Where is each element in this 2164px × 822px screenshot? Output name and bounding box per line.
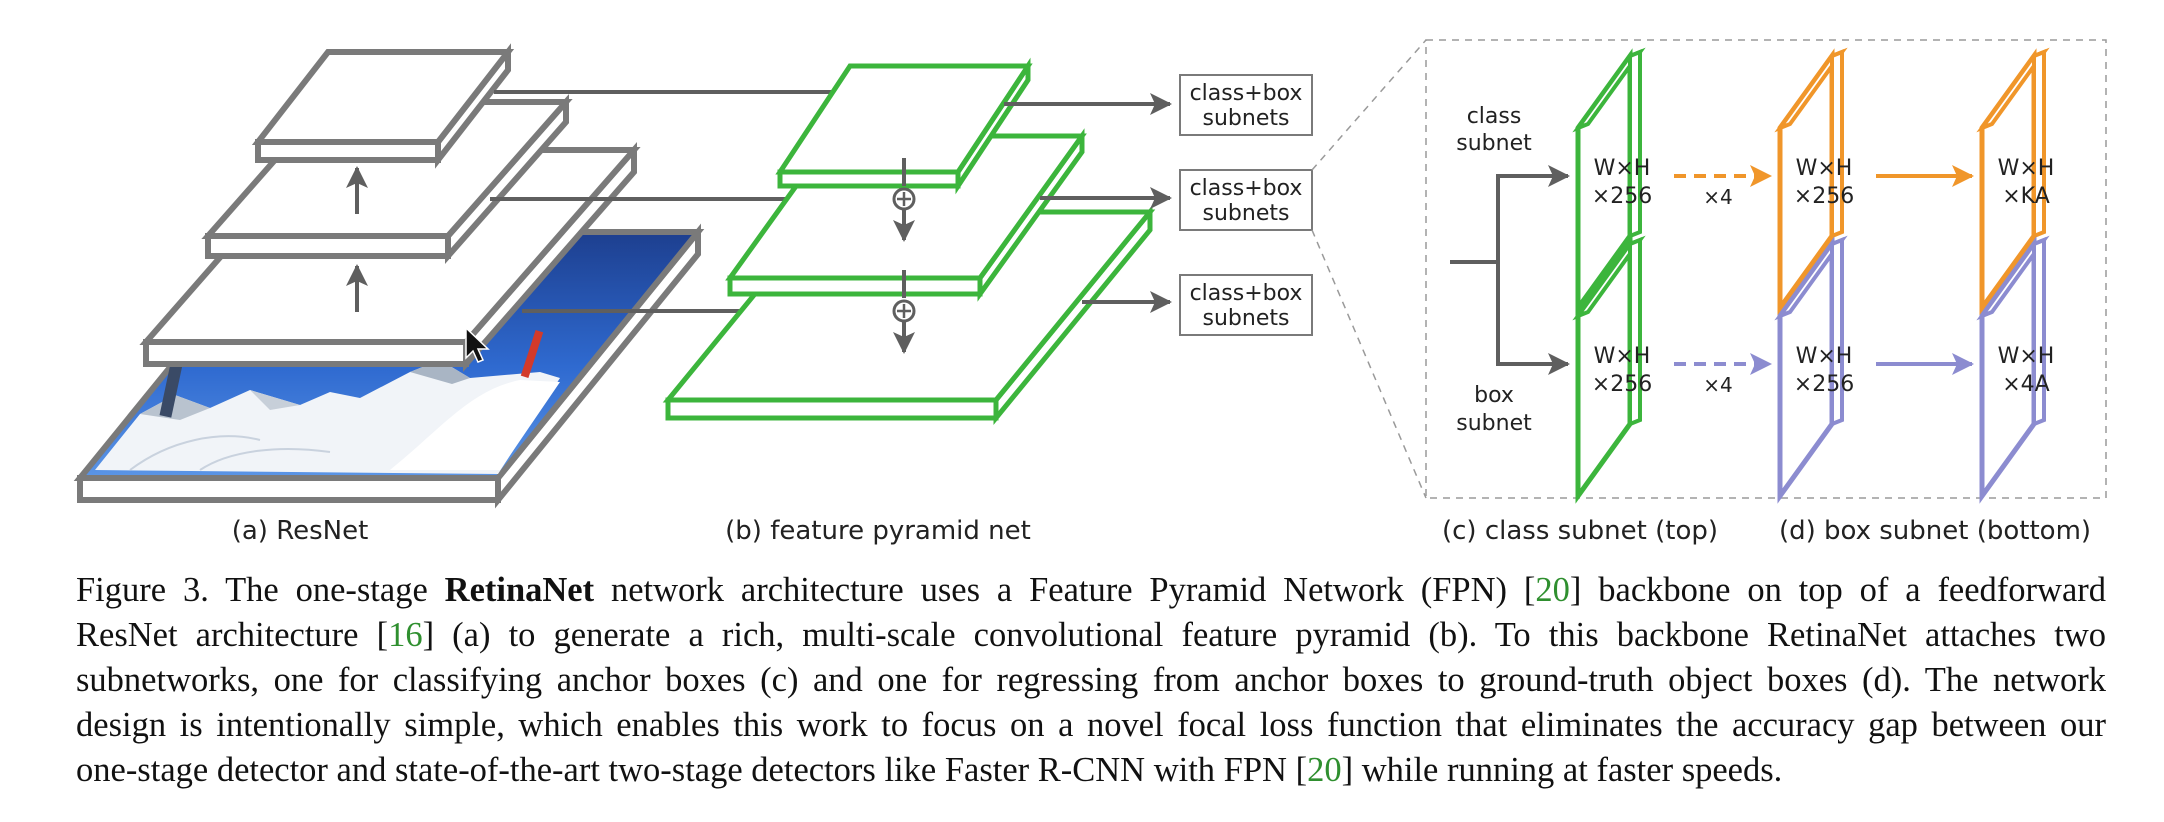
figure-caption: Figure 3. The one-stage RetinaNet networ…: [76, 568, 2106, 793]
caption-text: ] backbone on top of a feedforward: [1569, 571, 2106, 609]
svg-text:W×H: W×H: [1594, 344, 1651, 369]
sum-node-icon: [892, 187, 916, 211]
class-repeat-label: ×4: [1703, 185, 1732, 209]
svg-text:×KA: ×KA: [2002, 184, 2050, 209]
caption-emphasis: RetinaNet: [444, 571, 595, 609]
caption-text: one-stage detector and state-of-the-art …: [76, 751, 1308, 789]
subnet-box-label: class+box: [1190, 176, 1303, 201]
box-map-out: W×H ×4A: [1976, 235, 2055, 504]
citation-link[interactable]: 20: [1307, 751, 1342, 789]
resnet-layer-3: [251, 43, 515, 169]
class-subnet-label: class: [1467, 104, 1522, 129]
svg-text:×256: ×256: [1592, 372, 1652, 397]
svg-text:W×H: W×H: [1998, 156, 2055, 181]
resnet-label: (a) ResNet: [232, 516, 369, 546]
subnet-detail-frame: [1311, 39, 2107, 499]
citation-link[interactable]: 20: [1535, 571, 1570, 609]
resnet-stack: [73, 43, 705, 509]
svg-text:W×H: W×H: [1796, 344, 1853, 369]
box-repeat-label: ×4: [1703, 373, 1732, 397]
svg-text:×256: ×256: [1794, 372, 1854, 397]
box-subnet-label: box: [1474, 383, 1514, 408]
class-map-out: W×H ×KA: [1976, 47, 2055, 316]
subnet-box-label: subnets: [1203, 106, 1290, 131]
caption-line: design is intentionally simple, which en…: [76, 703, 2106, 748]
class-subnet-caption: (c) class subnet (top): [1442, 516, 1718, 546]
class-subnet-label: subnet: [1456, 131, 1532, 156]
svg-text:×256: ×256: [1794, 184, 1854, 209]
svg-text:W×H: W×H: [1796, 156, 1853, 181]
caption-text: network architecture uses a Feature Pyra…: [594, 571, 1536, 609]
subnet-box-3: class+box subnets: [1179, 274, 1313, 336]
citation-link[interactable]: 16: [388, 616, 423, 654]
caption-text: ResNet architecture [: [76, 616, 389, 654]
caption-text: ] while running at faster speeds.: [1341, 751, 1783, 789]
subnet-box-2: class+box subnets: [1179, 169, 1313, 231]
sum-node-icon: [892, 299, 916, 323]
subnet-branch-lines: [1450, 165, 1570, 375]
retinanet-architecture-diagram: class+box subnets class+box subnets clas…: [73, 39, 2107, 546]
fpn-level-top: [775, 57, 1033, 195]
svg-text:W×H: W×H: [1998, 344, 2055, 369]
fpn-label: (b) feature pyramid net: [725, 516, 1031, 546]
subnet-box-label: subnets: [1203, 201, 1290, 226]
subnet-box-1: class+box subnets: [1179, 74, 1313, 136]
subnet-box-label: class+box: [1190, 81, 1303, 106]
box-subnet-caption: (d) box subnet (bottom): [1779, 516, 2091, 546]
caption-line: subnetworks, one for classifying anchor …: [76, 658, 2106, 703]
svg-text:×4A: ×4A: [2002, 372, 2049, 397]
class-map-mid: W×H ×256: [1774, 47, 1854, 316]
box-map-in: W×H ×256: [1572, 235, 1652, 504]
subnet-box-label: class+box: [1190, 281, 1303, 306]
caption-text: Figure 3. The one-stage: [76, 571, 445, 609]
svg-text:W×H: W×H: [1594, 156, 1651, 181]
svg-text:×256: ×256: [1592, 184, 1652, 209]
caption-line: ResNet architecture [16] (a) to generate…: [76, 613, 2106, 658]
fpn-stack: [662, 57, 1172, 425]
subnet-box-label: subnets: [1203, 306, 1290, 331]
caption-text: subnetworks, one for classifying anchor …: [76, 661, 2106, 699]
caption-text: design is intentionally simple, which en…: [76, 706, 2106, 744]
caption-line: one-stage detector and state-of-the-art …: [76, 748, 2106, 793]
class-map-in: W×H ×256: [1572, 47, 1652, 316]
caption-text: ] (a) to generate a rich, multi-scale co…: [422, 616, 2106, 654]
box-map-mid: W×H ×256: [1774, 235, 1854, 504]
caption-line: Figure 3. The one-stage RetinaNet networ…: [76, 568, 2106, 613]
mouse-cursor-icon: [465, 326, 490, 363]
box-subnet-label: subnet: [1456, 411, 1532, 436]
